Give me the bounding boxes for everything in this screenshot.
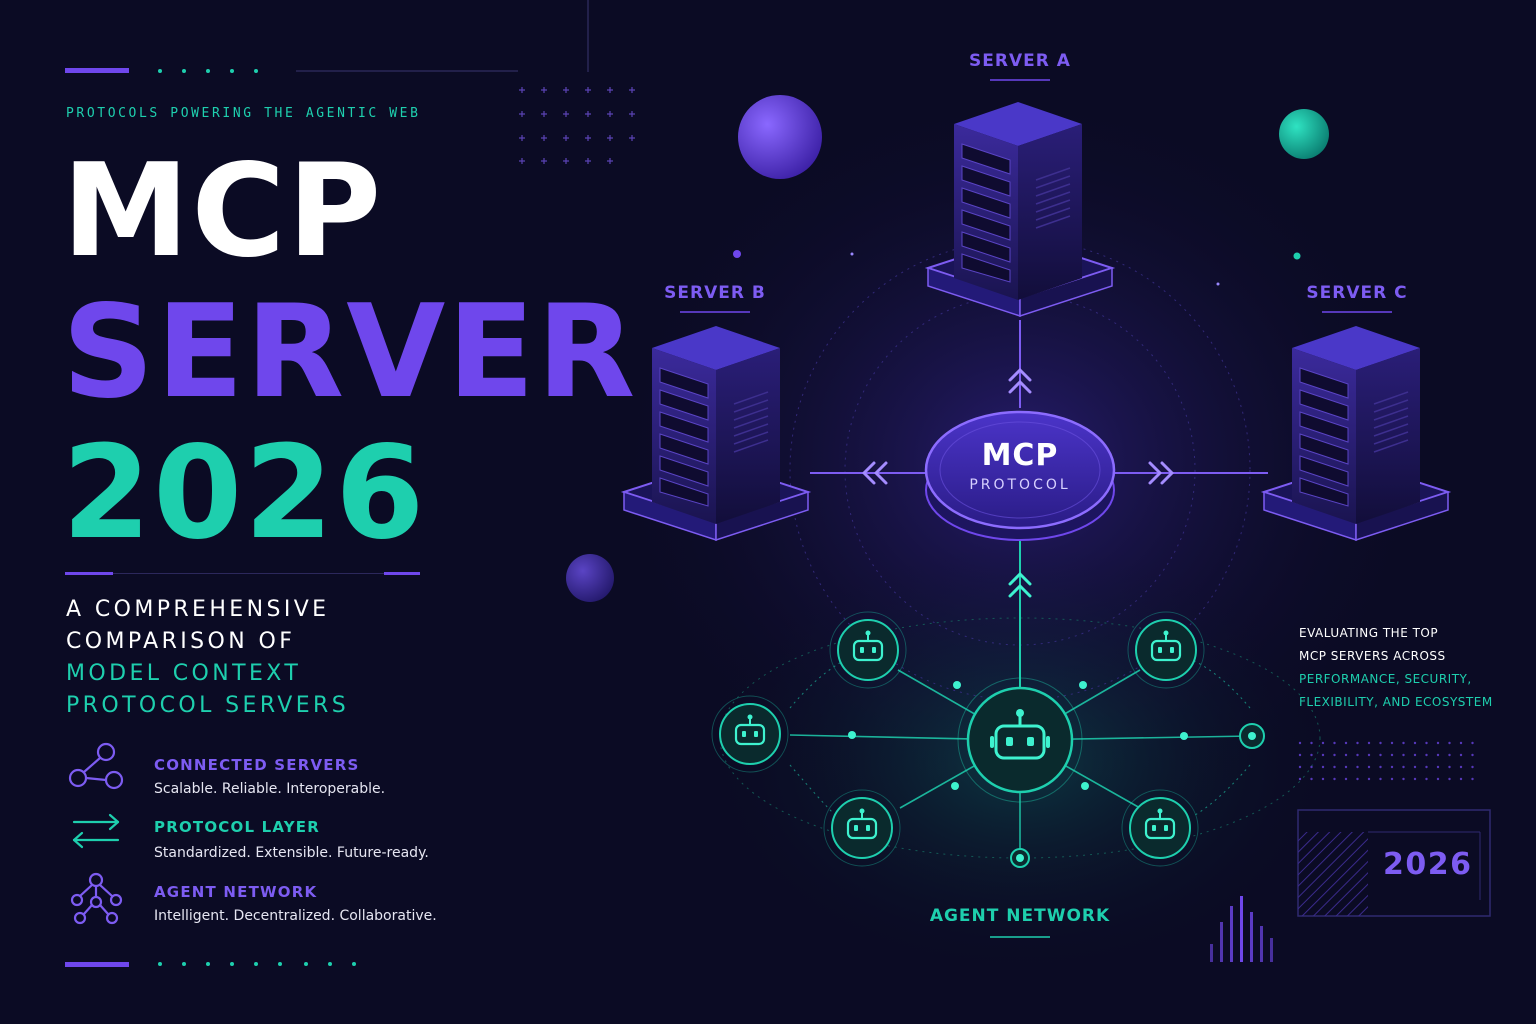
server-b-illustration <box>620 326 812 542</box>
subtitle-line-1: A COMPREHENSIVE <box>66 597 330 622</box>
agent-robot-node <box>829 611 907 689</box>
label-agent-network: AGENT NETWORK <box>929 906 1111 926</box>
year-box-frame <box>1297 809 1491 917</box>
server-a-illustration <box>924 102 1116 318</box>
mcp-hub-disc <box>924 410 1116 541</box>
feature-agent-network-title: AGENT NETWORK <box>154 883 318 901</box>
purple-sphere <box>738 95 822 179</box>
subtitle-line-2: COMPARISON OF <box>66 629 296 654</box>
server-c-illustration <box>1260 326 1452 542</box>
small-purple-sphere <box>566 554 614 602</box>
hub-title: MCP <box>981 438 1059 473</box>
agent-robot-node <box>823 789 901 867</box>
title-line-mcp: MCP <box>62 137 384 286</box>
subtitle-line-4: PROTOCOL SERVERS <box>66 693 350 718</box>
side-note-line-2: MCP SERVERS ACROSS <box>1299 649 1446 663</box>
mcp-protocol-hub-label: MCP PROTOCOL <box>920 438 1120 493</box>
graph-nodes-icon <box>68 742 124 790</box>
subtitle-line-3: MODEL CONTEXT <box>66 661 302 686</box>
agent-robot-node <box>711 695 789 773</box>
label-server-c: SERVER C <box>1306 283 1408 303</box>
label-server-b: SERVER B <box>664 283 766 303</box>
feature-connected-servers-desc: Scalable. Reliable. Interoperable. <box>154 781 386 797</box>
central-agent-robot <box>957 677 1083 803</box>
title-line-year: 2026 <box>62 419 427 568</box>
arrows-exchange-icon <box>72 813 120 849</box>
feature-protocol-layer-desc: Standardized. Extensible. Future-ready. <box>154 845 429 861</box>
network-hub-icon <box>70 872 123 925</box>
side-note-line-4: FLEXIBILITY, AND ECOSYSTEM <box>1299 695 1493 709</box>
feature-connected-servers-title: CONNECTED SERVERS <box>154 756 360 774</box>
agent-robot-node <box>1121 789 1199 867</box>
side-note-line-3: PERFORMANCE, SECURITY, <box>1299 672 1472 686</box>
year-badge: 2026 <box>1383 847 1473 882</box>
label-server-a: SERVER A <box>969 51 1071 71</box>
eyebrow-tagline: PROTOCOLS POWERING THE AGENTIC WEB <box>66 106 421 121</box>
feature-agent-network-desc: Intelligent. Decentralized. Collaborativ… <box>154 908 437 924</box>
title-line-server: SERVER <box>62 278 638 427</box>
hub-subtitle: PROTOCOL <box>969 477 1071 493</box>
teal-sphere <box>1279 109 1329 159</box>
agent-robot-node <box>1127 611 1205 689</box>
side-note-line-1: EVALUATING THE TOP <box>1299 626 1439 640</box>
equalizer-bars <box>1210 896 1273 962</box>
feature-protocol-layer-title: PROTOCOL LAYER <box>154 818 321 836</box>
